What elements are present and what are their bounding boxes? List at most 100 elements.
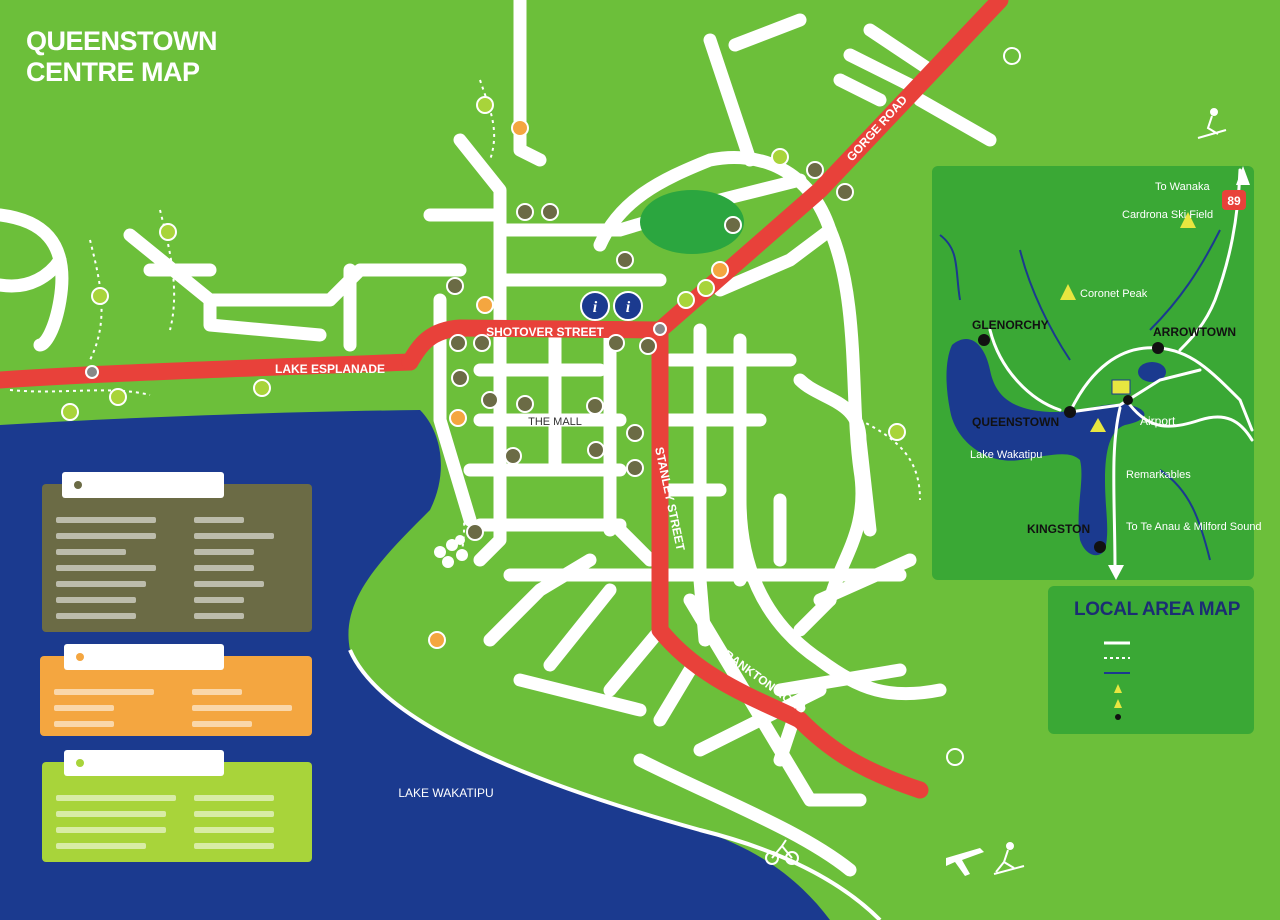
flower-icon — [434, 535, 468, 568]
map-marker — [626, 459, 644, 477]
town-dot-arrowtown — [1152, 342, 1164, 354]
frankton-road-road — [791, 711, 929, 799]
route-badge — [1222, 190, 1246, 210]
map-marker — [449, 334, 467, 352]
walking-tracks — [9, 79, 921, 561]
logo-icon — [946, 47, 1021, 766]
info-icon[interactable]: i — [613, 291, 643, 321]
arrow-to-te-anau-icon — [1108, 565, 1124, 580]
town-dot-queenstown — [1064, 406, 1076, 418]
map-marker — [253, 379, 271, 397]
town-dot-frankton — [1123, 395, 1133, 405]
map-marker — [541, 203, 559, 221]
stanley-street-road — [651, 321, 809, 729]
map-marker — [616, 251, 634, 269]
local-label-remarkables: Remarkables — [1126, 469, 1191, 481]
lake-wakatipu-label: LAKE WAKATIPU — [398, 786, 493, 800]
cyclist-icon — [765, 839, 799, 865]
ski-field-icon — [1090, 418, 1106, 432]
circle-icon — [76, 653, 84, 661]
map-marker — [449, 409, 467, 427]
local-label-lake: Lake Wakatipu — [970, 449, 1042, 461]
svg-text:i: i — [626, 299, 631, 316]
walking-panel — [42, 750, 312, 862]
map-marker — [516, 203, 534, 221]
skier-icon — [1197, 108, 1227, 139]
info-icon[interactable]: i — [580, 291, 610, 321]
lakeshore-path — [348, 649, 882, 920]
route-badge-number: 89 — [1227, 194, 1241, 208]
local-label-arrowtown: ARROWTOWN — [1153, 325, 1236, 339]
services-panel-header — [62, 472, 224, 498]
page-title: QUEENSTOWN CENTRE MAP — [26, 26, 218, 88]
local-label-to-te-anau: To Te Anau & Milford Sound — [1126, 521, 1262, 533]
road-label-the-mall: THE MALL — [528, 416, 582, 428]
map-marker — [711, 261, 729, 279]
map-marker — [806, 161, 824, 179]
local-label-to-wanaka: To Wanaka — [1155, 181, 1211, 193]
map-marker — [481, 391, 499, 409]
map-markers — [61, 96, 906, 649]
places-panel-header — [64, 644, 224, 670]
town-dot-kingston — [1094, 541, 1106, 553]
map-marker — [511, 119, 529, 137]
local-lake-wakatipu — [946, 339, 1145, 556]
local-label-airport: Airport — [1140, 414, 1176, 428]
services-panel-list — [56, 512, 298, 622]
page-title-line-1: QUEENSTOWN — [26, 26, 218, 56]
local-map-legend-lines — [1104, 641, 1130, 720]
map-marker — [159, 223, 177, 241]
map-marker — [85, 365, 99, 379]
local-map-legend-box — [1048, 586, 1254, 734]
airplane-icon — [946, 848, 984, 876]
map-marker — [677, 291, 695, 309]
circle-icon — [76, 759, 84, 767]
map-marker — [109, 388, 127, 406]
places-panel-list — [54, 684, 298, 727]
shotover-street-road — [401, 319, 669, 371]
local-rivers — [939, 229, 1221, 561]
local-label-coronet-peak: Coronet Peak — [1080, 288, 1148, 300]
page-title-line-2: CENTRE MAP — [26, 57, 200, 87]
road-label-lake-esplanade: LAKE ESPLANADE — [275, 362, 385, 376]
map-marker — [61, 403, 79, 421]
map-marker — [476, 96, 494, 114]
town-dot-glenorchy — [978, 334, 990, 346]
walking-panel-list — [56, 790, 298, 852]
park-reserve — [640, 190, 744, 254]
circle-icon — [74, 481, 82, 489]
skier-icon — [993, 842, 1025, 875]
ski-field-icon — [1060, 284, 1076, 300]
local-area-map[interactable]: 89 GLENORCHY ARROWTOWN QUEENSTOWN KINGST… — [932, 166, 1262, 580]
svg-text:i: i — [593, 299, 598, 316]
map-marker — [516, 395, 534, 413]
road-label-shotover-street: SHOTOVER STREET — [486, 325, 604, 339]
map-marker — [697, 279, 715, 297]
map-marker — [626, 424, 644, 442]
map-marker — [473, 334, 491, 352]
ski-field-icon — [1180, 212, 1196, 228]
map-marker — [724, 216, 742, 234]
airport-icon — [1111, 379, 1131, 395]
street-network — [0, 0, 997, 877]
local-label-glenorchy: GLENORCHY — [972, 318, 1049, 332]
map-marker — [451, 369, 469, 387]
lake-esplanade-road — [0, 353, 419, 389]
map-marker — [428, 631, 446, 649]
local-area-map-title: LOCAL AREA MAP — [1074, 599, 1241, 620]
map-marker — [91, 287, 109, 305]
map-marker — [836, 183, 854, 201]
services-panel — [42, 472, 312, 632]
map-marker — [607, 334, 625, 352]
local-label-queenstown: QUEENSTOWN — [972, 415, 1059, 429]
map-marker — [466, 523, 484, 541]
map-marker — [888, 423, 906, 441]
walking-panel-header — [64, 750, 224, 776]
map-marker — [639, 337, 657, 355]
local-label-kingston: KINGSTON — [1027, 522, 1090, 536]
map-marker — [653, 322, 667, 336]
map-marker — [771, 148, 789, 166]
places-panel — [40, 644, 312, 736]
map-marker — [476, 296, 494, 314]
map-marker — [587, 441, 605, 459]
